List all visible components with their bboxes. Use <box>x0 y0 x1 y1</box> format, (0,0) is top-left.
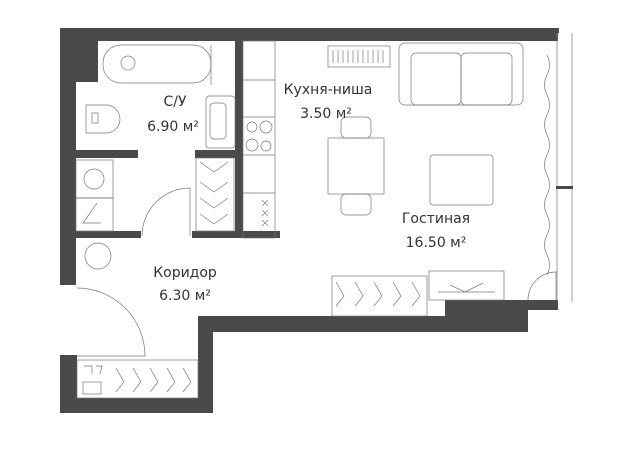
window-frame <box>544 33 573 302</box>
room-area: 6.90 м² <box>147 119 199 135</box>
room-name: Кухня-ниша <box>284 82 373 98</box>
radiator <box>327 45 391 68</box>
dining-table <box>327 116 385 216</box>
room-name: Гостиная <box>402 211 470 227</box>
round-stool <box>84 242 112 270</box>
room-name: Коридор <box>153 265 217 281</box>
room-label-bathroom: С/У 6.90 м² <box>147 94 199 135</box>
room-area: 16.50 м² <box>406 235 467 251</box>
toilet <box>85 104 121 134</box>
room-area: 6.30 м² <box>159 288 211 304</box>
wardrobe-living <box>331 275 428 317</box>
entry-wardrobe <box>76 359 199 399</box>
room-label-corridor: Коридор 6.30 м² <box>153 265 217 304</box>
coffee-table <box>429 154 494 206</box>
tv-stand <box>428 270 505 301</box>
balcony-door <box>527 271 557 301</box>
kitchen-unit <box>242 40 276 239</box>
room-label-kitchen: Кухня-ниша 3.50 м² <box>284 82 373 122</box>
entrance-door <box>76 287 146 357</box>
room-label-living: Гостиная 16.50 м² <box>402 211 470 251</box>
room-area: 3.50 м² <box>300 106 352 122</box>
bathtub <box>102 44 212 85</box>
wardrobe-bath <box>195 157 235 232</box>
sofa <box>398 42 524 106</box>
room-name: С/У <box>163 94 186 110</box>
washing-machine <box>75 159 114 232</box>
bathroom-sink <box>205 95 236 149</box>
walls <box>60 28 559 413</box>
bathroom-door <box>141 187 191 237</box>
